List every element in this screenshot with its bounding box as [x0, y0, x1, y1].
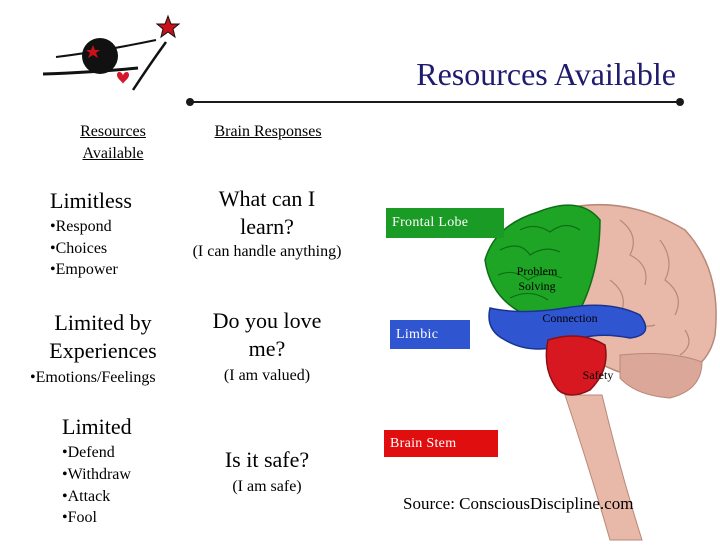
brain-question: Do you love me?	[212, 308, 322, 361]
star-icon	[155, 14, 181, 39]
connection-label: Connection	[542, 311, 598, 325]
logo-swoosh-vertical	[131, 41, 168, 91]
brain-stem	[545, 335, 607, 396]
brain-stem-tag: Brain Stem	[384, 430, 498, 457]
section-heading: Limited by Experiences	[49, 310, 157, 363]
safety-label: Safety	[582, 368, 614, 382]
brain-answer: (I am valued)	[223, 367, 311, 384]
bullet-item: •Emotions/Feelings	[30, 369, 156, 386]
frontal-gyri	[497, 224, 581, 301]
bullet-item: •Fool	[62, 509, 97, 526]
frontal-lobe-tag: Frontal Lobe	[386, 208, 504, 238]
brain-illustration	[484, 203, 717, 541]
limbic-tag: Limbic	[390, 320, 470, 349]
left-column-header: Resources Available	[80, 123, 146, 162]
heart-icon	[117, 72, 129, 84]
spinal-cord	[564, 394, 643, 541]
conscious-discipline-logo	[42, 14, 181, 91]
page-title: Resources Available	[416, 56, 676, 92]
brain-answer: (I can handle anything)	[192, 243, 342, 260]
brain-answer: (I am safe)	[232, 478, 302, 495]
limbic-system	[488, 304, 647, 350]
problem-solving-label: Problem Solving	[516, 264, 558, 293]
section-heading: Limitless	[50, 188, 132, 213]
cerebellum	[619, 353, 703, 399]
brain-question: Is it safe?	[224, 447, 310, 472]
bullet-item: •Choices	[50, 240, 108, 257]
bullet-item: •Defend	[62, 444, 115, 461]
star-icon	[86, 45, 100, 58]
middle-column-header: Brain Responses	[214, 123, 322, 140]
bullet-item: •Respond	[50, 218, 112, 235]
section-heading: Limited	[62, 414, 132, 439]
bullet-item: •Empower	[50, 261, 118, 278]
brain-question: What can I learn?	[218, 186, 316, 239]
title-divider	[186, 98, 684, 106]
logo-circle	[82, 38, 118, 74]
source-credit: Source: ConsciousDiscipline.com	[403, 494, 634, 513]
bullet-item: •Attack	[62, 488, 111, 505]
bullet-item: •Withdraw	[62, 466, 131, 483]
